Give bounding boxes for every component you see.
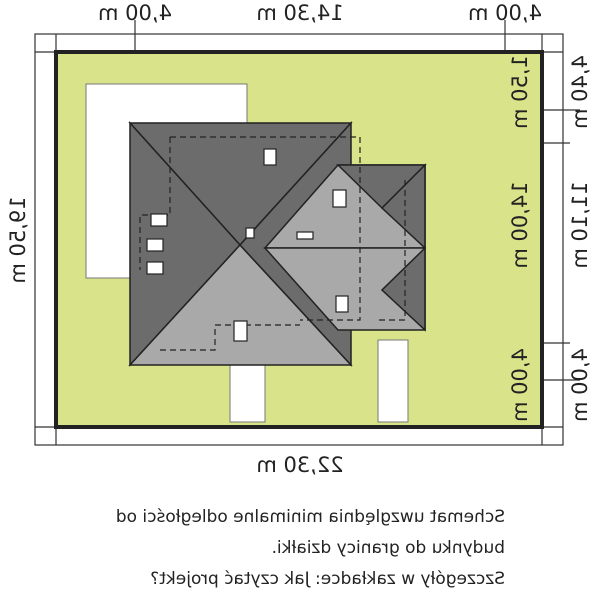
dim-right-outer-bottom: 4,00 m	[568, 348, 592, 422]
dim-right-inner-bottom: 4,00 m	[508, 348, 532, 422]
dim-right-inner-middle: 14,00 m	[508, 181, 532, 268]
roof-windows	[146, 148, 349, 342]
dim-top-left: 4,00 m	[468, 1, 542, 25]
dim-bottom: 22,30 m	[256, 453, 343, 477]
caption-line-3: Szczegóły w zakładce: Jak czytać projekt…	[150, 569, 505, 589]
dim-top-middle: 14,30 m	[256, 1, 343, 25]
dim-top-right: 4,00 m	[98, 1, 172, 25]
caption-line-2: budynku do granicy działki.	[272, 538, 505, 558]
dim-right-outer-top: 4,40 m	[568, 55, 592, 129]
dim-right-inner-top: 1,50 m	[508, 55, 532, 129]
dim-right-outer-middle: 11,10 m	[568, 181, 592, 268]
caption-line-1: Schemat uwzględnia minimalne odległości …	[116, 507, 505, 527]
dim-left: 19,50 m	[6, 196, 30, 283]
